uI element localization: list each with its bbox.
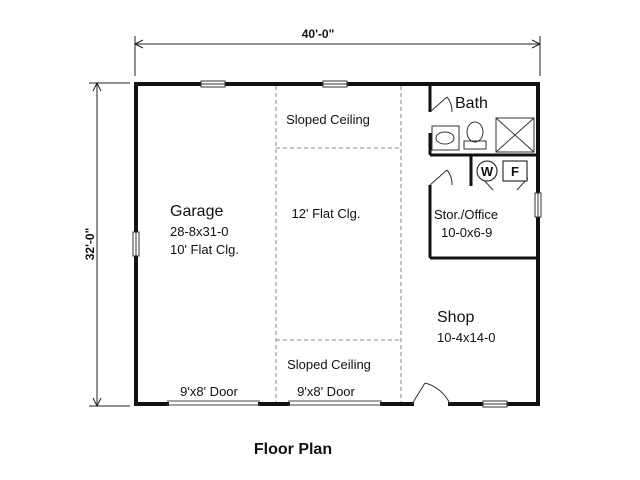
garage-size: 28-8x31-0 <box>170 224 229 239</box>
office-name: Stor./Office <box>434 207 498 222</box>
flat-ceiling-label: 12' Flat Clg. <box>292 206 361 221</box>
vanity <box>431 125 460 151</box>
garage-name: Garage <box>170 203 223 220</box>
sloped-ceiling-top-label: Sloped Ceiling <box>286 112 370 127</box>
washer-icon <box>476 160 498 182</box>
shop-size: 10-4x14-0 <box>437 330 496 345</box>
right-garage-door-label: 9'x8' Door <box>297 384 355 399</box>
washer-label: W <box>481 164 494 179</box>
toilet-icon <box>466 121 484 143</box>
left-garage-door-label: 9'x8' Door <box>180 384 238 399</box>
sink-icon <box>435 131 455 145</box>
garage-ceiling: 10' Flat Clg. <box>170 242 239 257</box>
toilet-tank <box>463 140 487 150</box>
windows <box>132 80 542 408</box>
bath-name: Bath <box>455 95 488 112</box>
bath-fixtures <box>431 117 535 153</box>
shower <box>495 117 535 153</box>
office-size: 10-0x6-9 <box>441 225 492 240</box>
interior-walls <box>428 86 536 260</box>
furnace-icon <box>502 160 528 182</box>
ceiling-lines <box>275 86 402 402</box>
furnace-label: F <box>511 164 519 179</box>
depth-label: 32'-0" <box>83 228 97 261</box>
depth-dimension <box>89 81 130 408</box>
garage-door-openings <box>167 400 382 406</box>
width-dimension <box>133 36 542 76</box>
sloped-ceiling-bottom-label: Sloped Ceiling <box>287 357 371 372</box>
width-label: 40'-0" <box>302 27 335 41</box>
shop-name: Shop <box>437 309 474 326</box>
plan-title: Floor Plan <box>254 441 332 458</box>
